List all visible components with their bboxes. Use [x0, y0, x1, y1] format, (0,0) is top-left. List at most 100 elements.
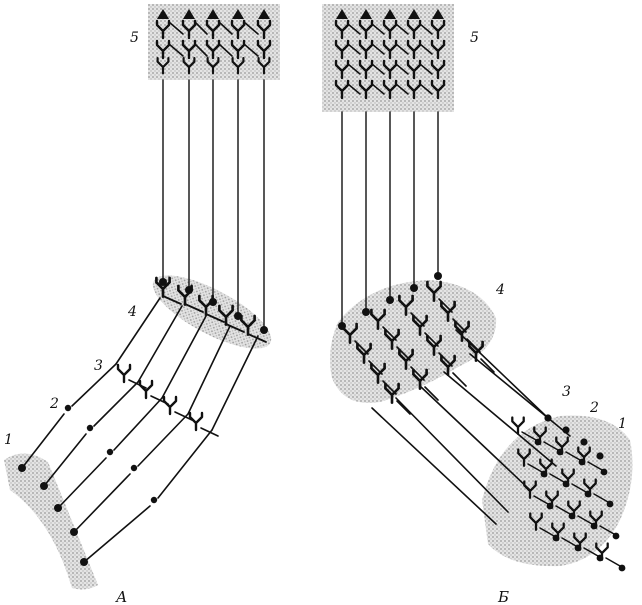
zone-boundary-dot: [580, 438, 588, 446]
zone2-link: [605, 557, 621, 567]
panel-b-label-1: 1: [618, 416, 627, 432]
neuron-branch-icon: [256, 39, 272, 60]
zone2-link: [571, 483, 587, 493]
fiber-terminal: [159, 278, 167, 286]
panel-a-label-5: 5: [130, 30, 139, 46]
zone2-link: [549, 473, 565, 483]
zone5-link: [168, 21, 184, 35]
fiber-terminal: [209, 298, 217, 306]
zone2-link: [539, 527, 555, 537]
neuron-branch-icon: [511, 416, 525, 435]
zone3-cell: [545, 490, 559, 509]
receptor-ending: [600, 468, 608, 476]
zone5-link: [371, 23, 385, 35]
panel-b-fibers: [338, 111, 626, 572]
zone5-link: [371, 43, 385, 55]
zone3-cell: [523, 480, 537, 499]
neuron-branch-icon: [529, 512, 543, 531]
zone5-dendrite: [406, 59, 422, 80]
neuron-branch-icon: [551, 522, 565, 541]
panel-a-label-4: 4: [127, 304, 137, 320]
zone2-link: [533, 495, 549, 505]
neuron-branch-icon: [205, 19, 221, 40]
zone3-cell: [162, 395, 178, 416]
neuron-branch-icon: [181, 39, 197, 60]
zone5-dendrite: [181, 19, 197, 40]
relay-fiber: [419, 385, 531, 491]
neuron-branch-icon: [430, 19, 446, 40]
zone5-dendrite: [205, 19, 221, 40]
relay-fiber: [371, 407, 497, 525]
panel-b: [322, 4, 633, 572]
neuron-branch-icon: [539, 458, 553, 477]
zone3-cell: [561, 468, 575, 487]
neuron-branch-icon: [218, 304, 234, 326]
zone2-link: [583, 547, 599, 557]
neuron-branch-icon: [412, 314, 428, 336]
zone4-cell: [412, 368, 428, 390]
neuron-branch-icon: [406, 79, 422, 100]
zone4-cell: [398, 348, 414, 370]
zone-boundary-dot: [596, 452, 604, 460]
zone3-cell: [138, 379, 154, 400]
zone5-dendrite: [334, 79, 350, 100]
neuron-branch-icon: [356, 342, 372, 364]
receptor-ending: [606, 500, 614, 508]
panel-a-zone-5-cells: [155, 9, 272, 75]
neuron-branch-icon: [198, 294, 214, 316]
zone3-cell: [555, 436, 569, 455]
peripheral-fiber: [137, 413, 189, 467]
receptor-ending: [40, 482, 48, 490]
neuron-branch-icon: [334, 39, 350, 60]
neuron-branch-icon: [545, 490, 559, 509]
relay-fiber: [187, 325, 231, 415]
neuron-branch-icon: [583, 478, 597, 497]
pyramidal-cell-icon: [360, 9, 372, 19]
neuron-branch-icon: [231, 57, 245, 75]
zone5-dendrite: [230, 19, 246, 40]
zone5-dendrite: [182, 57, 196, 75]
peripheral-fiber: [43, 433, 87, 487]
zone5-dendrite: [256, 39, 272, 60]
panel-a-label-3: 3: [94, 358, 103, 374]
zone5-dendrite: [181, 39, 197, 60]
neuron-branch-icon: [155, 19, 171, 40]
panel-b-label-5: 5: [470, 30, 479, 46]
zone4-cell: [198, 294, 214, 316]
neuron-branch-icon: [230, 19, 246, 40]
zone5-link: [347, 63, 361, 75]
panel-a-label-2: 2: [49, 396, 59, 412]
neuron-branch-icon: [517, 448, 531, 467]
pyramidal-cell-icon: [183, 9, 195, 19]
neuron-branch-icon: [256, 19, 272, 40]
relay-fiber: [395, 397, 509, 513]
zone2-link: [561, 537, 577, 547]
zone5-dendrite: [430, 19, 446, 40]
zone5-cell: [336, 9, 348, 19]
zone5-link: [243, 21, 259, 35]
peripheral-fiber: [21, 413, 65, 469]
zone2-link: [587, 461, 603, 471]
peripheral-fiber: [57, 457, 107, 509]
panel-b-zone-5-cells: [334, 9, 446, 100]
zone4-link: [480, 358, 495, 373]
neuron-branch-icon: [577, 446, 591, 465]
pyramidal-cell-icon: [432, 9, 444, 19]
neuron-branch-icon: [370, 308, 386, 330]
neuron-branch-icon: [240, 314, 256, 336]
zone5-cell: [183, 9, 195, 19]
neuron-branch-icon: [370, 362, 386, 384]
zone5-dendrite: [382, 79, 398, 100]
zone4-cell: [468, 340, 484, 362]
zone4-link: [424, 386, 439, 401]
zone3-link: [174, 411, 193, 421]
neuron-branch-icon: [589, 510, 603, 529]
zone4-cell: [342, 322, 358, 344]
zone2-link: [565, 451, 581, 461]
zone4-cell: [356, 342, 372, 364]
neuron-branch-icon: [182, 57, 196, 75]
panel-b-label-4: 4: [495, 282, 505, 298]
panel-a-zone-4: [152, 275, 272, 349]
zone5-cell: [157, 9, 169, 19]
